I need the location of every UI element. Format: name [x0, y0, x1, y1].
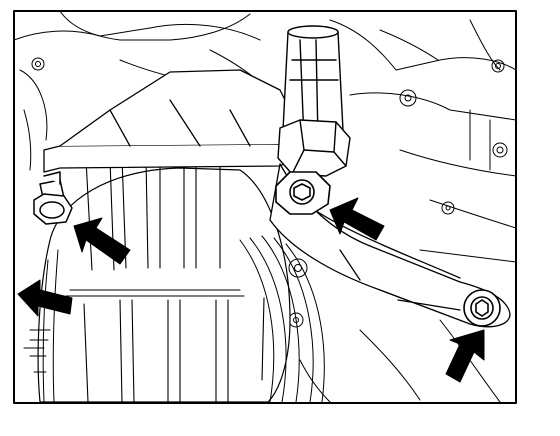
arrow-center-bolt-icon [329, 197, 385, 241]
drawing-frame [13, 10, 517, 404]
arrow-upper-left-bolt-icon [73, 217, 131, 265]
sleeve-hex-nut [277, 119, 351, 177]
lower-right-bolt [463, 289, 501, 327]
cooling-fins [65, 155, 265, 403]
bolt-sleeve [281, 25, 345, 151]
alternator-housing [37, 167, 291, 403]
center-bolt-head [275, 171, 331, 215]
arrow-lower-right-bolt-icon [445, 329, 485, 383]
alternator-left-side [23, 249, 59, 403]
alternator-pulley [239, 235, 325, 403]
upper-left-bolt [33, 171, 73, 225]
mounting-bracket [43, 69, 291, 173]
arrow-left-edge-icon [17, 279, 73, 317]
